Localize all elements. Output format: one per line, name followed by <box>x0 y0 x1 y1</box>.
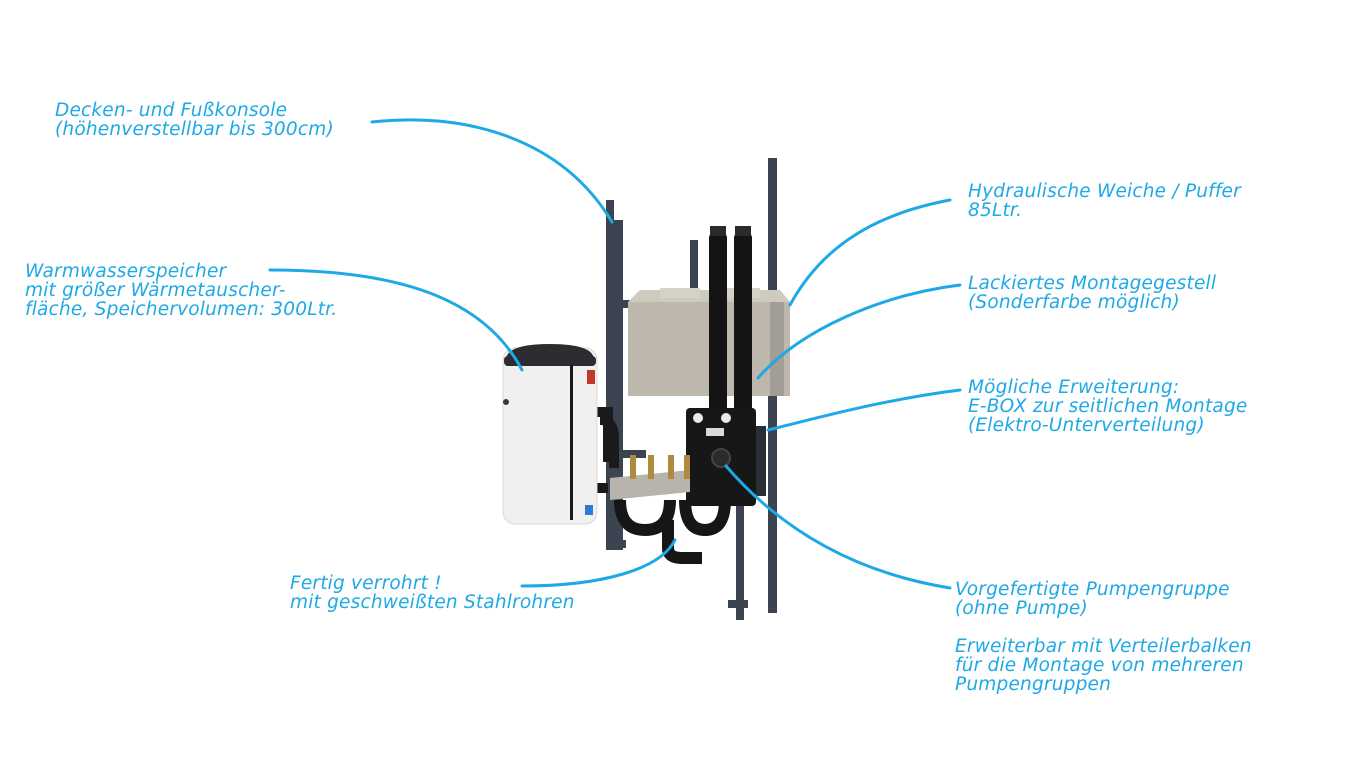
callout-text: mit geschweißten Stahlrohren <box>290 592 575 613</box>
callout-line-frame <box>756 283 962 380</box>
callout-text: Erweiterbar mit Verteilerbalken <box>955 636 1252 657</box>
callout-line-tank <box>268 268 524 372</box>
callout-hydraulic-separator: Hydraulische Weiche / Puffer 85Ltr. <box>968 182 1241 220</box>
callout-line-piping <box>520 538 677 588</box>
pump-group <box>686 408 766 506</box>
callout-text: Vorgefertigte Pumpengruppe <box>955 579 1230 600</box>
callout-text: Fertig verrohrt ! <box>290 573 442 594</box>
callout-text: mit größer Wärmetauscher- <box>25 280 286 301</box>
callout-text: Mögliche Erweiterung: <box>968 377 1180 398</box>
callout-text: (Sonderfarbe möglich) <box>968 292 1180 313</box>
callout-text: Lackiertes Montagegestell <box>968 273 1217 294</box>
callout-text: 85Ltr. <box>968 200 1023 221</box>
callout-text: für die Montage von mehreren <box>955 655 1244 676</box>
spacer <box>955 618 1252 637</box>
callout-hot-water-tank: Warmwasserspeicher mit größer Wärmetausc… <box>25 262 337 319</box>
callout-ebox: Mögliche Erweiterung: E-BOX zur seitlich… <box>968 378 1248 435</box>
callout-text: Hydraulische Weiche / Puffer <box>968 181 1241 202</box>
callout-text: Warmwasserspeicher <box>25 261 227 282</box>
callout-line-bracket <box>370 118 614 224</box>
callout-text: Pumpengruppen <box>955 674 1112 695</box>
callout-piping: Fertig verrohrt ! mit geschweißten Stahl… <box>290 574 575 612</box>
callout-text: (ohne Pumpe) <box>955 598 1088 619</box>
callout-text: Decken- und Fußkonsole <box>55 100 288 121</box>
hot-water-tank <box>502 344 598 525</box>
callout-text: (höhenverstellbar bis 300cm) <box>55 119 334 140</box>
callout-text: E-BOX zur seitlichen Montage <box>968 396 1248 417</box>
callout-line-separator <box>788 198 952 307</box>
callout-line-ebox <box>766 388 962 432</box>
callout-ceiling-floor-bracket: Decken- und Fußkonsole (höhenverstellbar… <box>55 101 334 139</box>
callout-pump-group: Vorgefertigte Pumpengruppe (ohne Pumpe) … <box>955 580 1252 694</box>
callout-line-pump <box>724 464 952 590</box>
insulated-pipes <box>709 226 752 422</box>
callout-text: (Elektro-Unterverteilung) <box>968 415 1205 436</box>
callout-lines <box>268 118 962 590</box>
callout-text: fläche, Speichervolumen: 300Ltr. <box>25 299 338 320</box>
callout-frame: Lackiertes Montagegestell (Sonderfarbe m… <box>968 274 1216 312</box>
